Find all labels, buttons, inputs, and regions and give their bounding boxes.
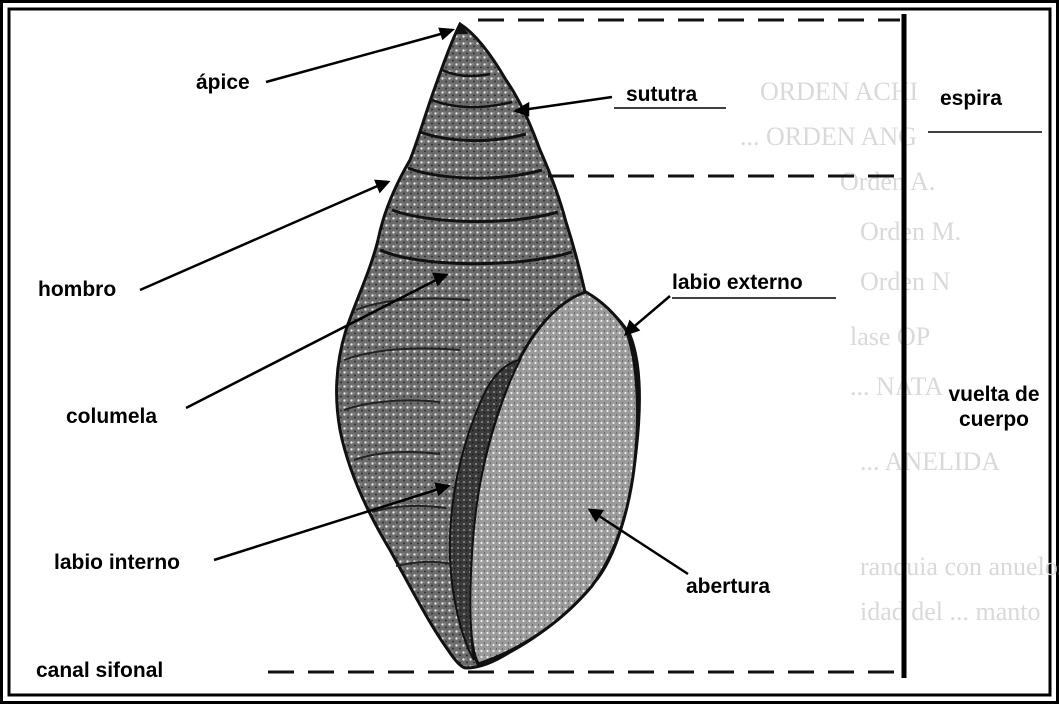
label-columela: columela bbox=[66, 404, 157, 429]
faded-text-line: idad del ... manto bbox=[860, 597, 1041, 626]
label-vuelta-de-cuerpo: vuelta de cuerpo bbox=[938, 382, 1050, 432]
faded-text-line: ... NATA bbox=[850, 372, 943, 401]
label-apice: ápice bbox=[196, 70, 250, 95]
faded-text-line: ranquia con anuelos bbox=[860, 552, 1059, 581]
label-labio-externo: labio externo bbox=[672, 270, 803, 295]
label-labio-interno: labio interno bbox=[54, 550, 180, 575]
faded-text-line: ... ANELIDA bbox=[860, 447, 1000, 476]
faded-text-line: ... ORDEN ANG bbox=[740, 122, 917, 151]
shell-drawing bbox=[337, 22, 640, 668]
label-espira: espira bbox=[940, 86, 1002, 111]
faded-text-line: Orden A. bbox=[840, 167, 935, 196]
label-vuelta-de-cuerpo-line1: vuelta de bbox=[938, 382, 1050, 407]
label-sututra: sututra bbox=[626, 82, 697, 107]
faded-text-line: ORDEN ACHI bbox=[760, 77, 918, 106]
label-vuelta-de-cuerpo-line2: cuerpo bbox=[938, 407, 1050, 432]
label-hombro: hombro bbox=[38, 277, 116, 302]
label-canal-sifonal: canal sifonal bbox=[36, 658, 163, 683]
label-abertura: abertura bbox=[686, 574, 770, 599]
faded-text-line: Orden M. bbox=[860, 217, 961, 246]
faded-text-line: lase OP bbox=[850, 322, 930, 351]
